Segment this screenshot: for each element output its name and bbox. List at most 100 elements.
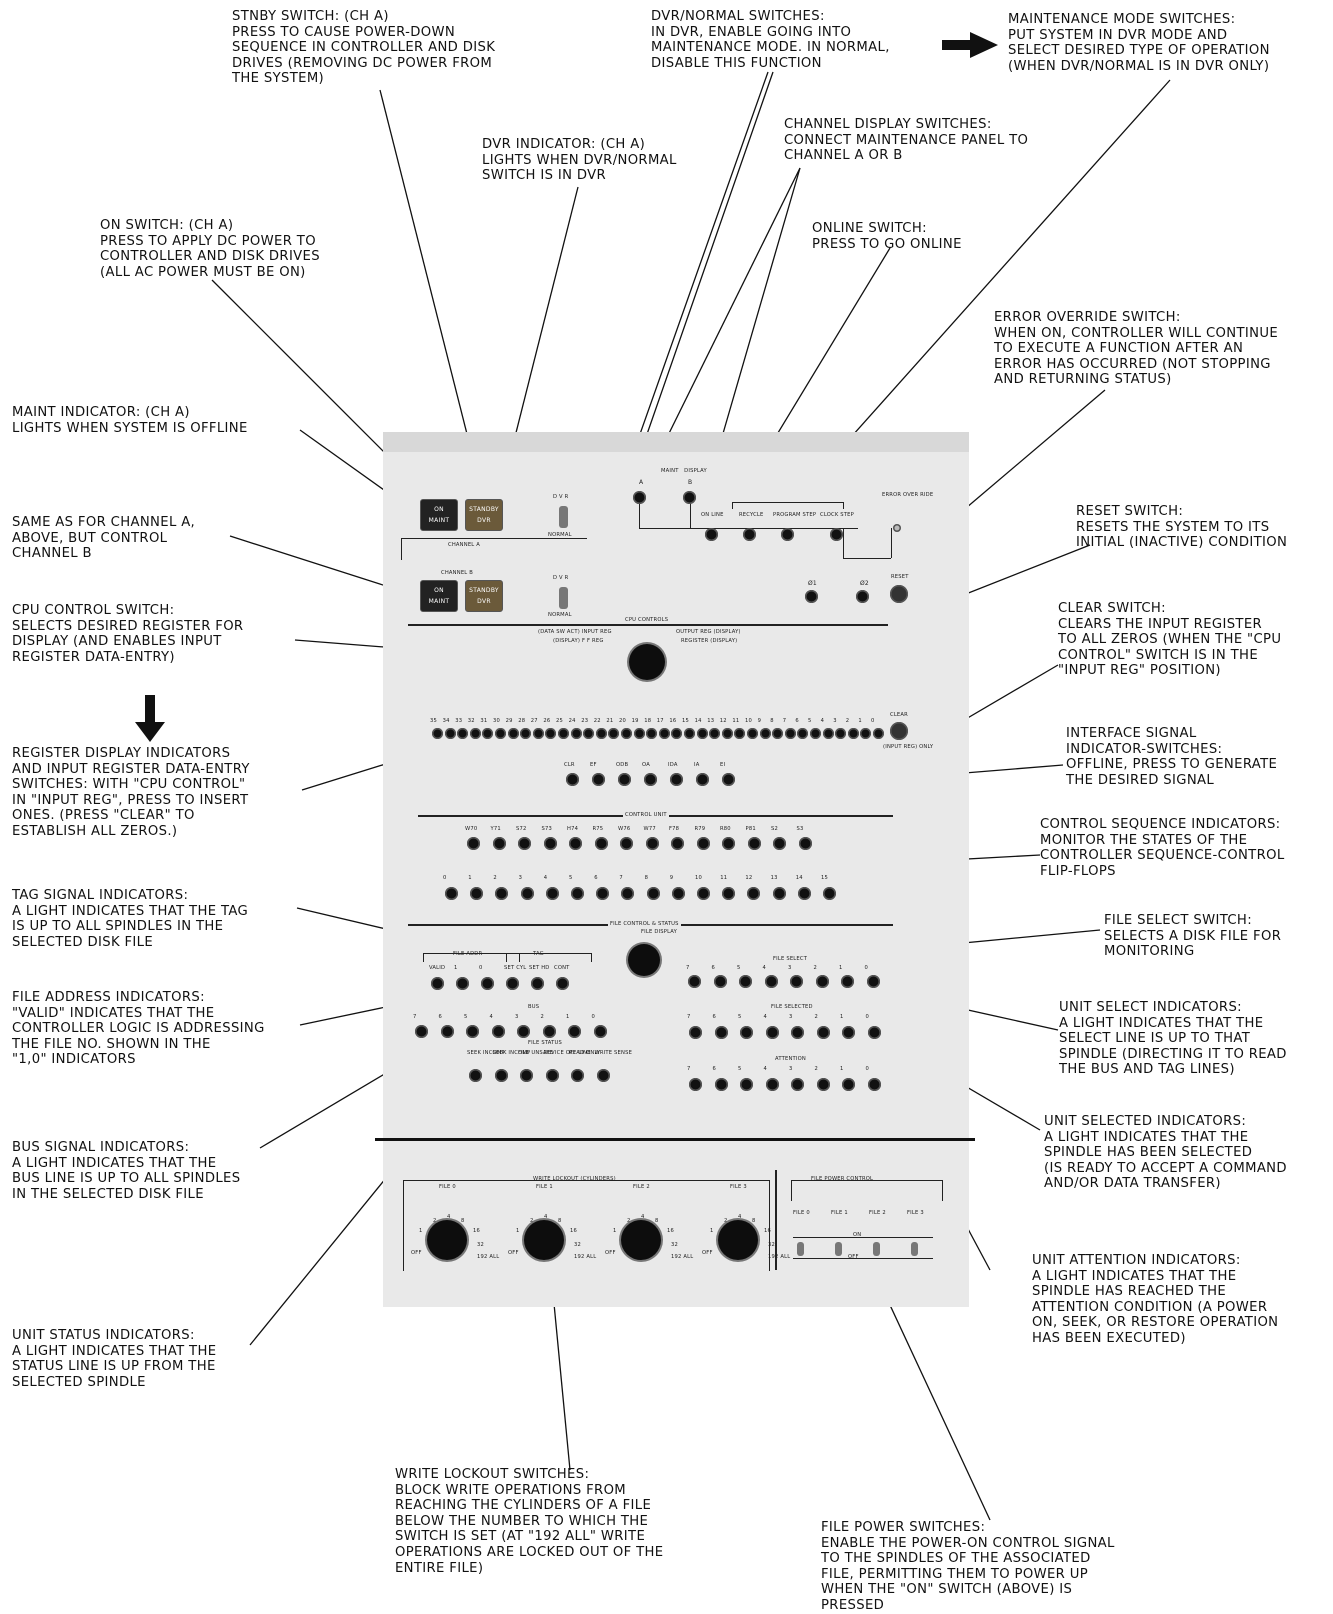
file-select-lamp <box>713 975 727 988</box>
mode-label-online: ON LINE <box>701 512 724 518</box>
register-bit-lamp[interactable] <box>810 728 821 739</box>
interface-signal-lamp[interactable] <box>592 773 605 786</box>
interface-signal-lamp[interactable] <box>644 773 657 786</box>
file-power-toggle[interactable] <box>797 1242 804 1256</box>
recycle-switch[interactable] <box>743 528 756 541</box>
seq-number-label: 6 <box>594 875 598 881</box>
register-bit-label: 9 <box>757 718 762 724</box>
attention-label: 6 <box>712 1066 717 1072</box>
online-switch[interactable] <box>705 528 718 541</box>
chan-b-switch[interactable] <box>683 491 696 504</box>
register-bit-lamp[interactable] <box>444 728 456 739</box>
register-bit-lamp[interactable] <box>507 728 519 739</box>
register-bit-label: 34 <box>442 718 450 724</box>
seq-number-label: 0 <box>443 875 447 881</box>
register-bit-lamp[interactable] <box>784 728 796 739</box>
register-bit-lamp[interactable] <box>621 728 632 739</box>
register-bit-lamp[interactable] <box>469 728 481 739</box>
bus-label: 7 <box>413 1014 417 1020</box>
register-bit-lamp[interactable] <box>747 728 758 739</box>
seq-number-lamp <box>495 887 509 900</box>
register-bit-lamp[interactable] <box>759 728 771 739</box>
callout-line: (ALL AC POWER MUST BE ON) <box>100 264 306 280</box>
register-bit-lamp[interactable] <box>532 728 544 739</box>
file-power-toggle[interactable] <box>835 1242 842 1256</box>
register-bit-lamp[interactable] <box>696 728 708 739</box>
register-bit-label: 29 <box>505 718 513 724</box>
register-bit-lamp[interactable] <box>847 728 859 739</box>
file-select-label: 0 <box>864 965 869 971</box>
register-bit-lamp[interactable] <box>558 728 569 739</box>
register-bit-lamp[interactable] <box>822 728 834 739</box>
register-bit-lamp[interactable] <box>873 728 884 739</box>
callout-line: RESETS THE SYSTEM TO ITS <box>1076 519 1270 535</box>
file-select-label: 6 <box>711 965 716 971</box>
chan-a-switch[interactable] <box>633 491 646 504</box>
register-bit-lamp[interactable] <box>633 728 645 739</box>
callout-line: WHEN THE "ON" SWITCH (ABOVE) IS <box>821 1582 1073 1598</box>
callout-title: STNBY SWITCH: (CH A) <box>232 9 389 24</box>
register-bit-lamp[interactable] <box>495 728 506 739</box>
register-bit-lamp[interactable] <box>570 728 582 739</box>
write-lockout-knob[interactable] <box>524 1220 564 1260</box>
callout-unit-attn: UNIT ATTENTION INDICATORS:A LIGHT INDICA… <box>1032 1253 1278 1347</box>
write-lockout-knob[interactable] <box>621 1220 661 1260</box>
cpu-control-knob[interactable] <box>629 644 665 680</box>
register-bit-lamp[interactable] <box>797 728 809 739</box>
register-bit-lamp[interactable] <box>520 728 532 739</box>
file-addr-label: CONT <box>554 965 570 971</box>
register-bit-lamp[interactable] <box>734 728 746 739</box>
callout-line: INITIAL (INACTIVE) CONDITION <box>1076 535 1288 551</box>
reset-switch[interactable] <box>890 585 908 603</box>
interface-signal-lamp[interactable] <box>722 773 735 786</box>
register-bit-lamp[interactable] <box>432 728 443 739</box>
interface-signal-lamp[interactable] <box>618 773 631 786</box>
file-display-knob[interactable] <box>628 944 660 976</box>
register-bit-lamp[interactable] <box>595 728 607 739</box>
interface-signal-label: IA <box>694 762 700 768</box>
register-bit-lamp[interactable] <box>721 728 733 739</box>
bus-lamp <box>415 1025 428 1038</box>
register-bit-lamp[interactable] <box>684 728 695 739</box>
callout-line: "VALID" INDICATES THAT THE <box>12 1005 215 1021</box>
write-lockout-knob[interactable] <box>718 1220 758 1260</box>
mode-label-program-step: PROGRAM STEP <box>773 512 817 518</box>
callout-tag-sig: TAG SIGNAL INDICATORS:A LIGHT INDICATES … <box>12 888 248 950</box>
program-step-switch[interactable] <box>781 528 794 541</box>
error-override-switch[interactable] <box>893 524 901 532</box>
register-bit-lamp[interactable] <box>835 728 847 739</box>
clock-step-switch[interactable] <box>830 528 843 541</box>
dvr-normal-toggle-b[interactable] <box>559 587 568 609</box>
interface-signal-lamp[interactable] <box>696 773 709 786</box>
register-bit-lamp[interactable] <box>860 728 872 739</box>
file-power-toggle[interactable] <box>911 1242 918 1256</box>
register-bit-lamp[interactable] <box>709 728 721 739</box>
interface-signal-lamp[interactable] <box>566 773 579 786</box>
register-bit-lamp[interactable] <box>658 728 670 739</box>
phase1-switch[interactable] <box>805 590 818 603</box>
register-bit-lamp[interactable] <box>583 728 595 739</box>
write-lockout-knob[interactable] <box>427 1220 467 1260</box>
leader-file-power <box>882 1289 991 1521</box>
dial-mark: 192 ALL <box>768 1254 791 1260</box>
register-bit-label: 33 <box>455 718 463 724</box>
register-bit-lamp[interactable] <box>671 728 683 739</box>
phase2-switch[interactable] <box>856 590 869 603</box>
register-bit-lamp[interactable] <box>545 728 557 739</box>
callout-line: DISPLAY (AND ENABLES INPUT <box>12 634 222 650</box>
callout-line: FLIP-FLOPS <box>1040 863 1116 879</box>
register-bit-lamp[interactable] <box>482 728 494 739</box>
file-power-toggle[interactable] <box>873 1242 880 1256</box>
dvr-normal-toggle-a[interactable] <box>559 506 568 528</box>
interface-signal-lamp[interactable] <box>670 773 683 786</box>
register-bit-lamp[interactable] <box>457 728 469 739</box>
register-bit-lamp[interactable] <box>608 728 620 739</box>
clear-switch[interactable] <box>890 722 908 740</box>
register-bit-lamp[interactable] <box>646 728 658 739</box>
bus-lamp <box>517 1025 530 1038</box>
register-bit-lamp[interactable] <box>772 728 784 739</box>
